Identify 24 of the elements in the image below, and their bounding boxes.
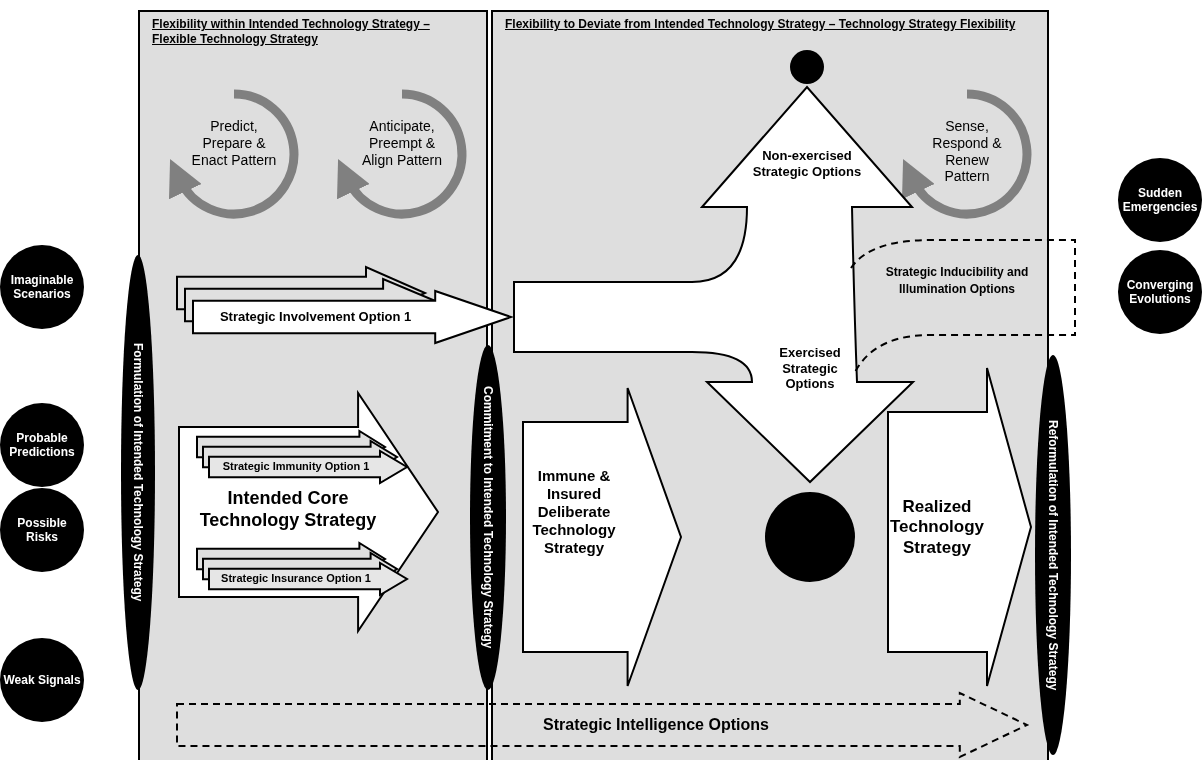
shape-label: Strategic Immunity Option 1 xyxy=(221,460,371,474)
circle-marker xyxy=(790,50,824,84)
shape-label: Strategic Involvement Option 1 xyxy=(218,309,413,325)
panel-title: Flexibility to Deviate from Intended Technology Strategy – Technology Strategy Flexibility xyxy=(505,17,1017,32)
shape-label: Exercised Strategic Options xyxy=(778,345,842,392)
pattern-label: Predict, Prepare & Enact Pattern xyxy=(190,118,278,169)
shape-label: Immune & Insured Deliberate Technology Strategy xyxy=(531,467,617,557)
driver-circle: Weak Signals xyxy=(0,638,84,722)
driver-circle: Sudden Emergencies xyxy=(1118,158,1202,242)
phase-ellipse: Reformulation of Intended Technology Strategy xyxy=(1035,355,1071,755)
shape-label: Strategic Inducibility and Illumination Options xyxy=(884,264,1030,299)
panel-title: Flexibility within Intended Technology Strategy – Flexible Technology Strategy xyxy=(152,17,431,47)
driver-circle: Converging Evolutions xyxy=(1118,250,1202,334)
shape-label: Realized Technology Strategy xyxy=(888,497,986,559)
shape-label: Strategic Intelligence Options xyxy=(542,715,770,735)
shape-label: Strategic Insurance Option 1 xyxy=(220,572,372,586)
driver-circle: Possible Risks xyxy=(0,488,84,572)
phase-ellipse: Formulation of Intended Technology Strategy xyxy=(121,255,155,690)
shape-label: Non-exercised Strategic Options xyxy=(751,148,863,180)
pattern-label: Anticipate, Preempt & Align Pattern xyxy=(360,118,444,169)
shape-label: Intended Core Technology Strategy xyxy=(198,488,378,532)
pattern-label: Sense, Respond & Renew Pattern xyxy=(931,118,1003,186)
driver-circle: Imaginable Scenarios xyxy=(0,245,84,329)
driver-circle: Probable Predictions xyxy=(0,403,84,487)
